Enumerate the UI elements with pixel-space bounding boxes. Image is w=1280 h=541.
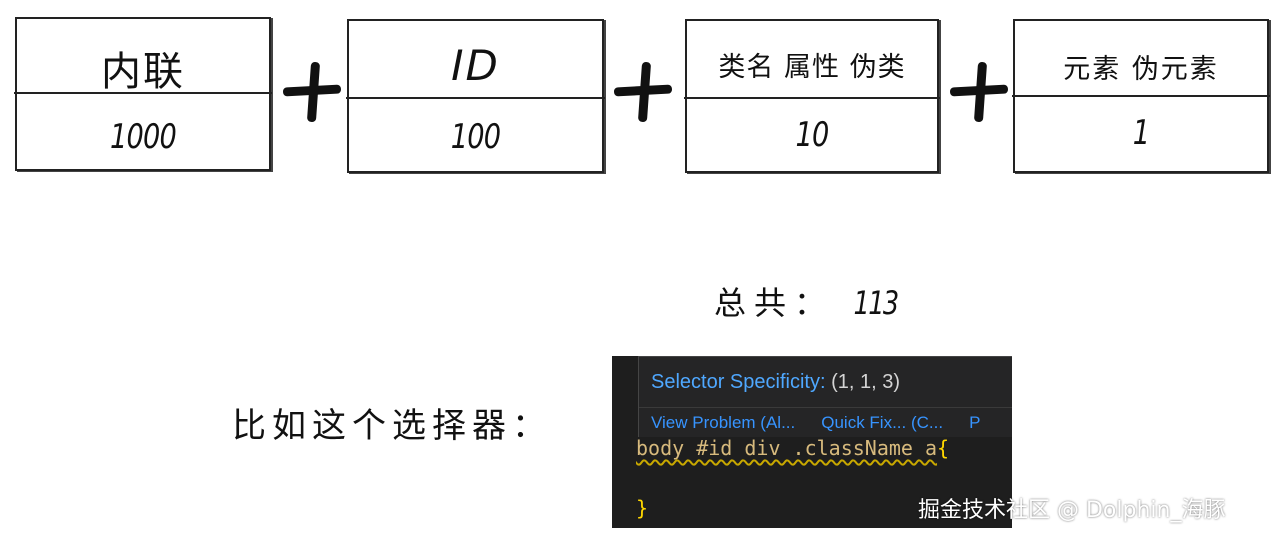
- plus-sign: [282, 61, 343, 123]
- box-divider: [1012, 95, 1270, 97]
- id-specificity-box: ID 100: [346, 19, 605, 173]
- css-selector: body #id div .className a: [636, 436, 938, 460]
- box-label-id: ID: [451, 41, 500, 90]
- quick-fix-link[interactable]: Quick Fix... (C...: [821, 413, 944, 432]
- close-brace: }: [636, 496, 649, 520]
- code-line-selector[interactable]: body #id div .className a{: [636, 436, 949, 460]
- plus-sign: [949, 61, 1010, 123]
- site-watermark: 掘金技术社区 @ Dolphin_海豚: [918, 498, 1226, 523]
- specificity-key: Selector Specificity:: [651, 371, 826, 393]
- box-weight-class: 10: [795, 115, 829, 155]
- code-line-close[interactable]: }: [636, 496, 648, 520]
- box-weight-id: 100: [450, 117, 501, 157]
- box-label-class: 类名 属性 伪类: [718, 52, 906, 83]
- box-divider: [14, 92, 272, 94]
- box-divider: [684, 97, 940, 99]
- box-weight-inline: 1000: [109, 117, 177, 157]
- total-label: 总共：: [714, 284, 835, 322]
- view-problem-link[interactable]: View Problem (Al...: [651, 413, 796, 432]
- class-specificity-box: 类名 属性 伪类 10: [684, 19, 940, 173]
- box-weight-element: 1: [1132, 113, 1150, 153]
- truncated-action-link[interactable]: P: [969, 413, 981, 432]
- hover-divider: [639, 407, 1012, 408]
- example-label: 比如这个选择器：: [232, 406, 552, 446]
- hover-actions: View Problem (Al... Quick Fix... (C... P: [651, 413, 1006, 433]
- open-brace: {: [937, 436, 950, 460]
- total-row: 总共： 113: [714, 278, 903, 324]
- code-editor-snippet: Selector Specificity: (1, 1, 3) View Pro…: [612, 356, 1012, 528]
- specificity-info: Selector Specificity: (1, 1, 3): [651, 371, 900, 394]
- box-divider: [346, 97, 605, 99]
- box-label-element: 元素 伪元素: [1063, 54, 1219, 85]
- inline-specificity-box: 内联 1000: [14, 17, 272, 171]
- total-value: 113: [853, 284, 900, 322]
- plus-sign: [613, 61, 674, 123]
- hover-tooltip: Selector Specificity: (1, 1, 3) View Pro…: [638, 356, 1012, 437]
- element-specificity-box: 元素 伪元素 1: [1012, 19, 1270, 173]
- specificity-value: (1, 1, 3): [831, 371, 900, 393]
- box-label-inline: 内联: [101, 49, 185, 95]
